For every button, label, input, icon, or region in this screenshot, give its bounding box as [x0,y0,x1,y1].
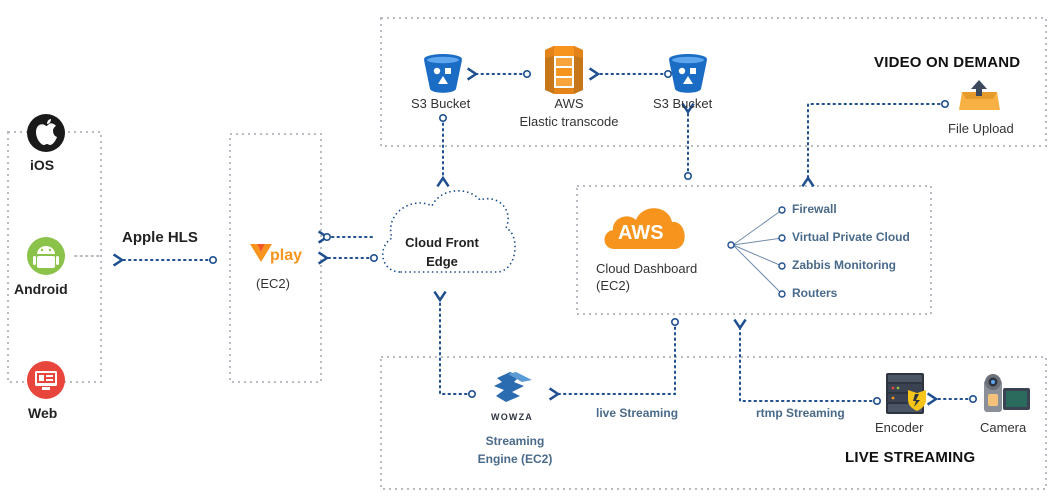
player-label: (EC2) [256,276,290,291]
endpoint-dot [209,255,218,264]
vplay-logo-text: play [270,247,303,264]
web-icon [27,361,65,399]
player-box [229,133,322,383]
service-dot [778,290,786,298]
endpoint-dot [663,70,672,79]
aws-transcoder-icon [545,46,583,94]
encoder-label: Encoder [875,420,924,435]
file-upload-icon [959,80,1000,110]
s3-bucket-icon [669,54,707,93]
endpoint-dot [438,114,447,123]
s3-left-label: S3 Bucket [411,96,471,111]
endpoint-dot [872,396,881,405]
service-dot [778,206,786,214]
endpoint-dot [369,254,378,263]
fan-hub-dot [727,241,735,249]
cloudfront-label-line1: Cloud Front [405,235,479,250]
s3-bucket-icon [424,54,462,93]
connector-upload-to-dashboard [801,103,946,188]
endpoint-dot [968,394,977,403]
client-web-label[interactable]: Web [28,405,58,421]
aws-transcode-line1: AWS [554,96,584,111]
wowza-label-line2: Engine (EC2) [477,452,553,466]
service-monitoring: Zabbis Monitoring [792,258,896,272]
apple-hls-label: Apple HLS [122,229,198,246]
service-dot [778,262,786,270]
live-box [380,356,1047,490]
dashboard-box [576,185,932,315]
live-title: LIVE STREAMING [845,449,976,466]
endpoint-dot [322,233,331,242]
endpoint-dot [940,100,949,109]
endpoint-dot [670,317,679,326]
live-streaming-edge-label: live Streaming [596,406,679,420]
wowza-label-line1: Streaming [485,434,545,448]
wowza-logo-text: WOWZA [491,412,533,422]
vplay-logo-icon [250,244,272,262]
vod-box [380,17,1047,147]
endpoint-dot [683,172,692,181]
endpoint-dot [467,389,476,398]
camera-label: Camera [980,420,1027,435]
connector-wowza-to-cloudfront [433,290,473,395]
cloudfront-label-line2: Edge [426,254,458,269]
s3-right-label: S3 Bucket [653,96,713,111]
service-vpc: Virtual Private Cloud [792,230,910,244]
service-dot [778,234,786,242]
android-icon [27,237,65,275]
connector-dashboard-to-wowza [548,321,676,401]
encoder-icon [886,373,926,414]
connector-encoder-to-dashboard [733,318,878,402]
aws-logo-text: AWS [618,222,664,244]
aws-transcode-line2: Elastic transcode [519,114,619,129]
services-fan [732,209,783,295]
file-upload-label[interactable]: File Upload [948,121,1014,136]
dashboard-label-line1: Cloud Dashboard [596,261,698,276]
camera-icon [984,374,1030,412]
vod-title: VIDEO ON DEMAND [874,54,1021,71]
endpoint-dot [522,70,531,79]
service-firewall: Firewall [792,202,837,216]
dashboard-label-line2: (EC2) [596,278,630,293]
wowza-logo-icon [494,372,532,402]
client-android-label[interactable]: Android [14,281,68,297]
cloudfront-cloud [381,190,516,273]
service-routers: Routers [792,286,838,300]
ios-icon [27,114,65,152]
rtmp-streaming-edge-label: rtmp Streaming [756,406,845,420]
client-ios-label[interactable]: iOS [30,157,55,173]
clients-box [7,131,102,383]
aws-cloud-icon [604,208,685,249]
